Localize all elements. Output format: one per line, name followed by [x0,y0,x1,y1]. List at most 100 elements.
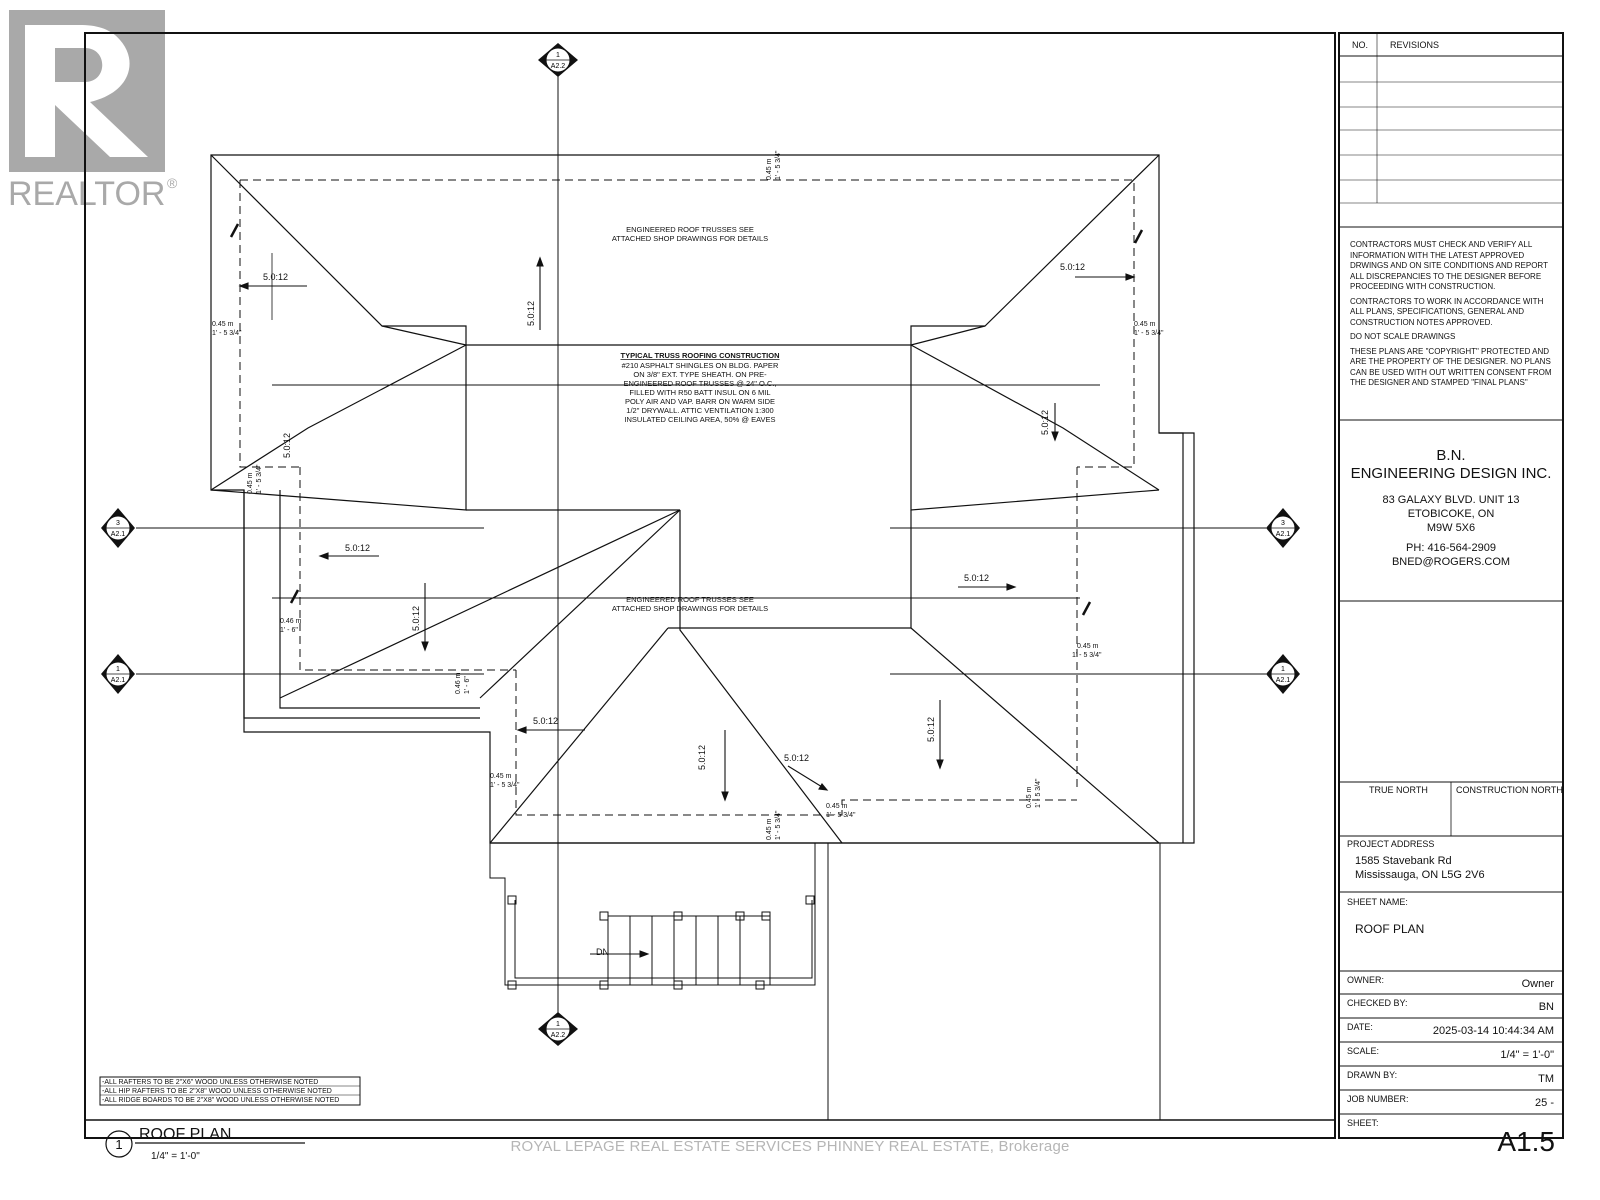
slope-label: 5.0:12 [345,543,370,553]
roof-outline [210,154,1195,844]
rafter-note: -ALL RIDGE BOARDS TO BE 2"X8" WOOD UNLES… [102,1097,339,1104]
job-number-value: 25 - [1535,1097,1554,1109]
firm-name-1: B.N. [1436,447,1466,464]
checked-by-value: BN [1538,1001,1554,1013]
truss-note-2: ATTACHED SHOP DRAWINGS FOR DETAILS [612,234,768,243]
typical-line-6: 1/2" DRYWALL. ATTIC VENTILATION 1:300 [626,406,773,415]
sheet-number: A1.5 [1497,1126,1555,1157]
wall-dashed-lines [239,179,1135,816]
drawn-by-label: DRAWN BY: [1347,1070,1398,1080]
dim-metric: 0.45 m [766,158,773,180]
job-number-label: JOB NUMBER: [1347,1094,1409,1104]
section-sheet: A2.1 [1276,677,1291,684]
slope-label: 5.0:12 [697,745,707,770]
section-sheet: A2.1 [1276,531,1291,538]
realtor-mark: ® [167,175,178,191]
note-verify: CONTRACTORS MUST CHECK AND VERIFY ALL IN… [1350,240,1548,291]
section-sheet: A2.2 [551,1032,566,1039]
contractor-notes: CONTRACTORS MUST CHECK AND VERIFY ALL IN… [1350,240,1558,389]
slope-label: 5.0:12 [533,716,558,726]
stair-down-label: DN [596,947,609,957]
section-number: 3 [116,520,120,527]
sheet-label: SHEET: [1347,1118,1379,1128]
sheet-border [84,32,1336,1139]
note-do-not-scale: DO NOT SCALE DRAWINGS [1350,332,1456,341]
dim-metric: 0.45 m [1134,321,1156,328]
rafter-notes: -ALL RAFTERS TO BE 2"X6" WOOD UNLESS OTH… [99,1076,361,1106]
revisions-label: REVISIONS [1390,40,1440,50]
firm-info: B.N. ENGINEERING DESIGN INC. 83 GALAXY B… [1339,447,1563,569]
section-number: 1 [556,1021,560,1028]
sheet-name-value: ROOF PLAN [1355,922,1425,936]
dim-metric: 0.45 m [1026,786,1033,808]
section-marker-left-1: 1 A2.1 [101,654,135,694]
slope-label: 5.0:12 [1060,262,1085,272]
section-marker-bottom: 1 A2.2 [538,1012,578,1046]
rafter-note: -ALL RAFTERS TO BE 2"X6" WOOD UNLESS OTH… [102,1079,318,1086]
typical-line-2: ON 3/8" EXT. TYPE SHEATH. ON PRE- [633,370,767,379]
view-title: 1 ROOF PLAN 1/4" = 1'-0" [105,1126,305,1162]
section-sheet: A2.1 [111,531,126,538]
dim-metric: 0.45 m [766,818,773,840]
realtor-logo: REALTOR ® [8,10,178,213]
drawing-notes: ENGINEERED ROOF TRUSSES SEE ATTACHED SHO… [612,225,780,613]
titleblock-border [1338,32,1564,1139]
construction-north-label: CONSTRUCTION NORTH [1456,785,1563,795]
slope-label: 5.0:12 [263,272,288,282]
slope-label: 5.0:12 [411,606,421,631]
truss-note-1: ENGINEERED ROOF TRUSSES SEE [626,225,754,234]
dimension-labels: 0.45 m 1' - 5 3/4" 0.45 m 1' - 5 3/4" 0.… [212,150,1164,840]
dim-metric: 0.46 m [280,618,302,625]
realtor-text: REALTOR [8,175,165,213]
typical-line-4: FILLED WITH R50 BATT INSUL ON 6 MIL [629,388,770,397]
date-label: DATE: [1347,1022,1373,1032]
section-number: 1 [1281,666,1285,673]
section-number: 3 [1281,520,1285,527]
truss-note-3: ENGINEERED ROOF TRUSSES SEE [626,595,754,604]
section-sheet: A2.1 [111,677,126,684]
typical-truss-title: TYPICAL TRUSS ROOFING CONSTRUCTION [620,351,779,360]
dim-imperial: 1' - 5 3/4" [256,464,263,494]
dim-imperial: 1' - 6" [280,627,298,634]
view-scale: 1/4" = 1'-0" [151,1151,200,1162]
firm-address-2: ETOBICOKE, ON [1407,508,1495,520]
slope-label: 5.0:12 [784,753,809,763]
section-marker-top: 1 A2.2 [538,43,578,77]
scale-value: 1/4" = 1'-0" [1500,1049,1554,1061]
rafter-note: -ALL HIP RAFTERS TO BE 2"X8" WOOD UNLESS… [102,1088,332,1095]
section-marker-right-3: 3 A2.1 [1266,508,1300,548]
note-copyright: THESE PLANS ARE "COPYRIGHT" PROTECTED AN… [1350,346,1552,388]
dim-imperial: 1' - 5 3/4" [775,810,782,840]
section-number: 1 [556,52,560,59]
dim-imperial: 1' - 5 3/4" [1134,330,1164,337]
dim-imperial: 1' - 6" [464,676,471,694]
dim-metric: 0.45 m [1077,643,1099,650]
dim-imperial: 1' - 5 3/4" [775,150,782,180]
dim-imperial: 1' - 5 3/4" [212,330,242,337]
owner-label: OWNER: [1347,975,1384,985]
slope-label: 5.0:12 [1040,410,1050,435]
dim-metric: 0.45 m [212,321,234,328]
dim-metric: 0.46 m [455,672,462,694]
break-marks [229,223,1144,616]
note-accordance: CONTRACTORS TO WORK IN ACCORDANCE WITH A… [1350,296,1544,327]
owner-value: Owner [1521,978,1554,990]
titleblock-grid [1339,33,1563,1115]
true-north-label: TRUE NORTH [1369,785,1428,795]
dim-metric: 0.45 m [490,773,512,780]
typical-line-1: #210 ASPHALT SHINGLES ON BLDG. PAPER [622,361,779,370]
view-number: 1 [115,1137,122,1152]
drawn-by-value: TM [1538,1073,1554,1085]
dim-imperial: 1' - 5 3/4" [1035,778,1042,808]
view-title-text: ROOF PLAN [139,1126,231,1143]
firm-address-1: 83 GALAXY BLVD. UNIT 13 [1382,494,1520,506]
slope-labels: 5.0:12 5.0:12 5.0:12 5.0:12 5.0:12 5.0:1… [263,262,1085,770]
firm-email: BNED@ROGERS.COM [1391,556,1511,568]
slope-label: 5.0:12 [926,717,936,742]
typical-line-3: ENGINEERED ROOF TRUSSES @ 24" O.C., [623,379,776,388]
checked-by-label: CHECKED BY: [1347,998,1408,1008]
revisions-no-label: NO. [1352,40,1369,50]
brokerage-watermark: ROYAL LEPAGE REAL ESTATE SERVICES PHINNE… [510,1138,1070,1155]
firm-address-3: M9W 5X6 [1426,522,1476,534]
